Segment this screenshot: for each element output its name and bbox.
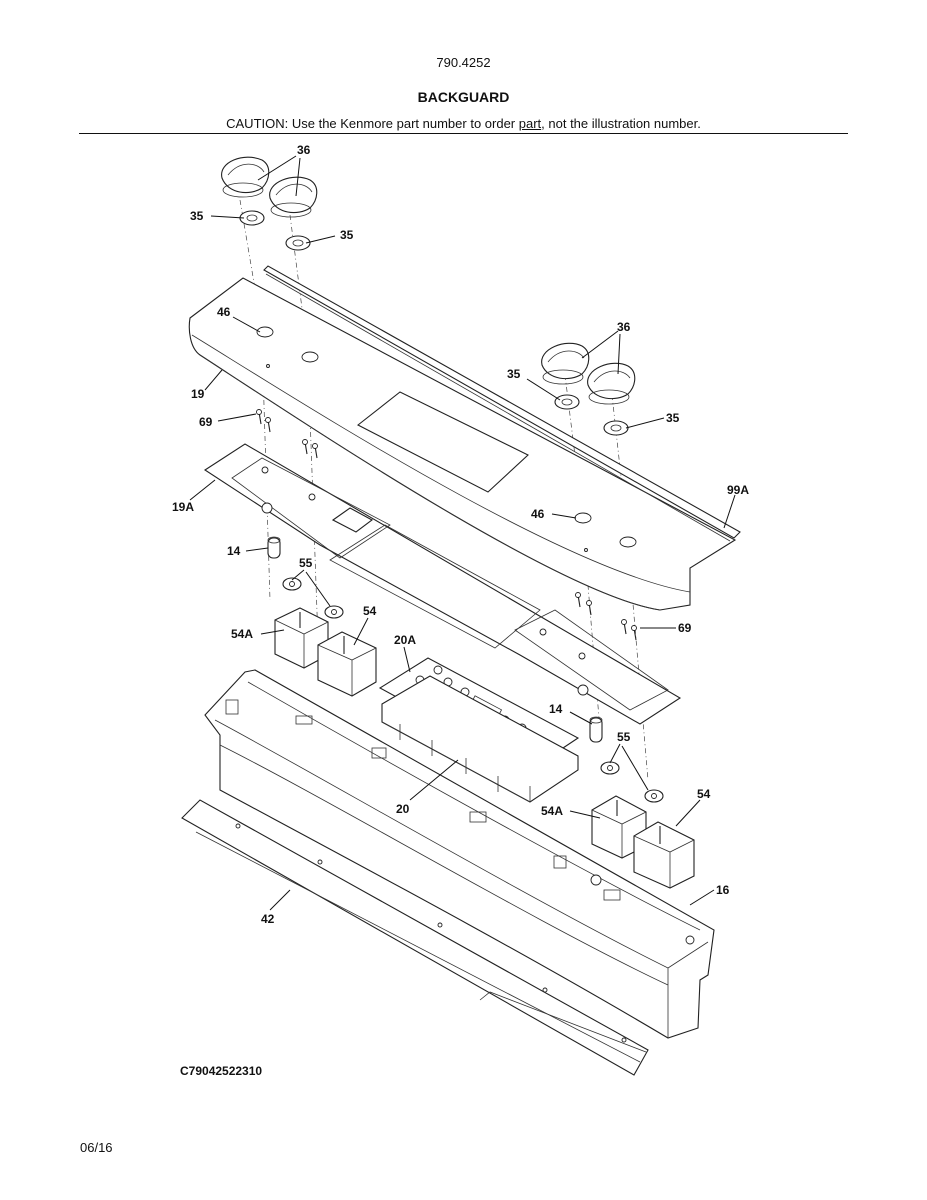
rear-housing-16: [204, 669, 715, 1039]
mounting-bracket-19a: [203, 443, 682, 725]
knob-36-top-left-a: [221, 156, 270, 198]
backguard-panel-19: [188, 277, 737, 611]
lower-brace-42: [181, 799, 649, 1076]
spacer-55-left-a: [282, 577, 302, 591]
header-rule: [79, 133, 848, 134]
knob-36-top-left-b: [269, 176, 318, 218]
switch-54a-right: [591, 795, 647, 859]
trim-strip-99a: [263, 265, 741, 542]
caution-text: CAUTION: Use the Kenmore part number to …: [226, 116, 519, 131]
diagram-code: C79042522310: [180, 1064, 263, 1078]
switch-54-left: [317, 631, 377, 697]
callout-54a-right: 54A: [541, 804, 563, 818]
callout-55-right: 55: [617, 730, 631, 744]
caution-text-end: , not the illustration number.: [541, 116, 701, 131]
callout-42: 42: [261, 912, 275, 926]
lamp-14-right: [589, 716, 603, 743]
callout-20: 20: [396, 802, 410, 816]
callout-69-left: 69: [199, 415, 213, 429]
bezel-35-top-left-b: [285, 235, 311, 251]
section-title: BACKGUARD: [417, 89, 510, 105]
callout-36-top-left: 36: [297, 143, 311, 157]
caution-part-link[interactable]: part: [518, 116, 542, 131]
callout-35-right-b: 35: [666, 411, 680, 425]
model-number: 790.4252: [436, 55, 491, 70]
spacer-55-right-b: [644, 789, 664, 803]
screws-69-left: [256, 409, 318, 459]
leader-lines: [189, 155, 736, 911]
callout-46-left: 46: [217, 305, 231, 319]
spacer-55-left-b: [324, 605, 344, 619]
callout-54-right: 54: [697, 787, 711, 801]
spacer-55-right-a: [600, 761, 620, 775]
switch-54-right: [633, 821, 695, 889]
callout-55-left: 55: [299, 556, 313, 570]
callout-20a: 20A: [394, 633, 416, 647]
callout-14-right: 14: [549, 702, 563, 716]
control-board-20: [381, 675, 579, 803]
callout-labels: 36 35 35 46 19 69 19A 36 35 35 99A 46 14…: [172, 143, 749, 926]
callout-99a: 99A: [727, 483, 749, 497]
bezel-35-top-right-a: [554, 394, 580, 410]
callout-16: 16: [716, 883, 730, 897]
revision-date: 06/16: [80, 1140, 113, 1155]
screws-69-right: [575, 592, 637, 641]
callout-69-right: 69: [678, 621, 692, 635]
callout-35-left: 35: [190, 209, 204, 223]
callout-14-left: 14: [227, 544, 241, 558]
callout-46-right: 46: [531, 507, 545, 521]
callout-19a: 19A: [172, 500, 194, 514]
lamp-14-left: [267, 536, 281, 559]
bezel-35-top-left-a: [239, 210, 265, 226]
caution-note: CAUTION: Use the Kenmore part number to …: [0, 116, 927, 131]
knob-36-top-right-a: [541, 342, 590, 385]
callout-36-top-right: 36: [617, 320, 631, 334]
callout-54a-left: 54A: [231, 627, 253, 641]
knob-36-top-right-b: [587, 362, 636, 405]
callout-54-left: 54: [363, 604, 377, 618]
callout-35-mid: 35: [340, 228, 354, 242]
bezel-35-top-right-b: [603, 420, 629, 436]
callout-19: 19: [191, 387, 205, 401]
callout-35-right-a: 35: [507, 367, 521, 381]
